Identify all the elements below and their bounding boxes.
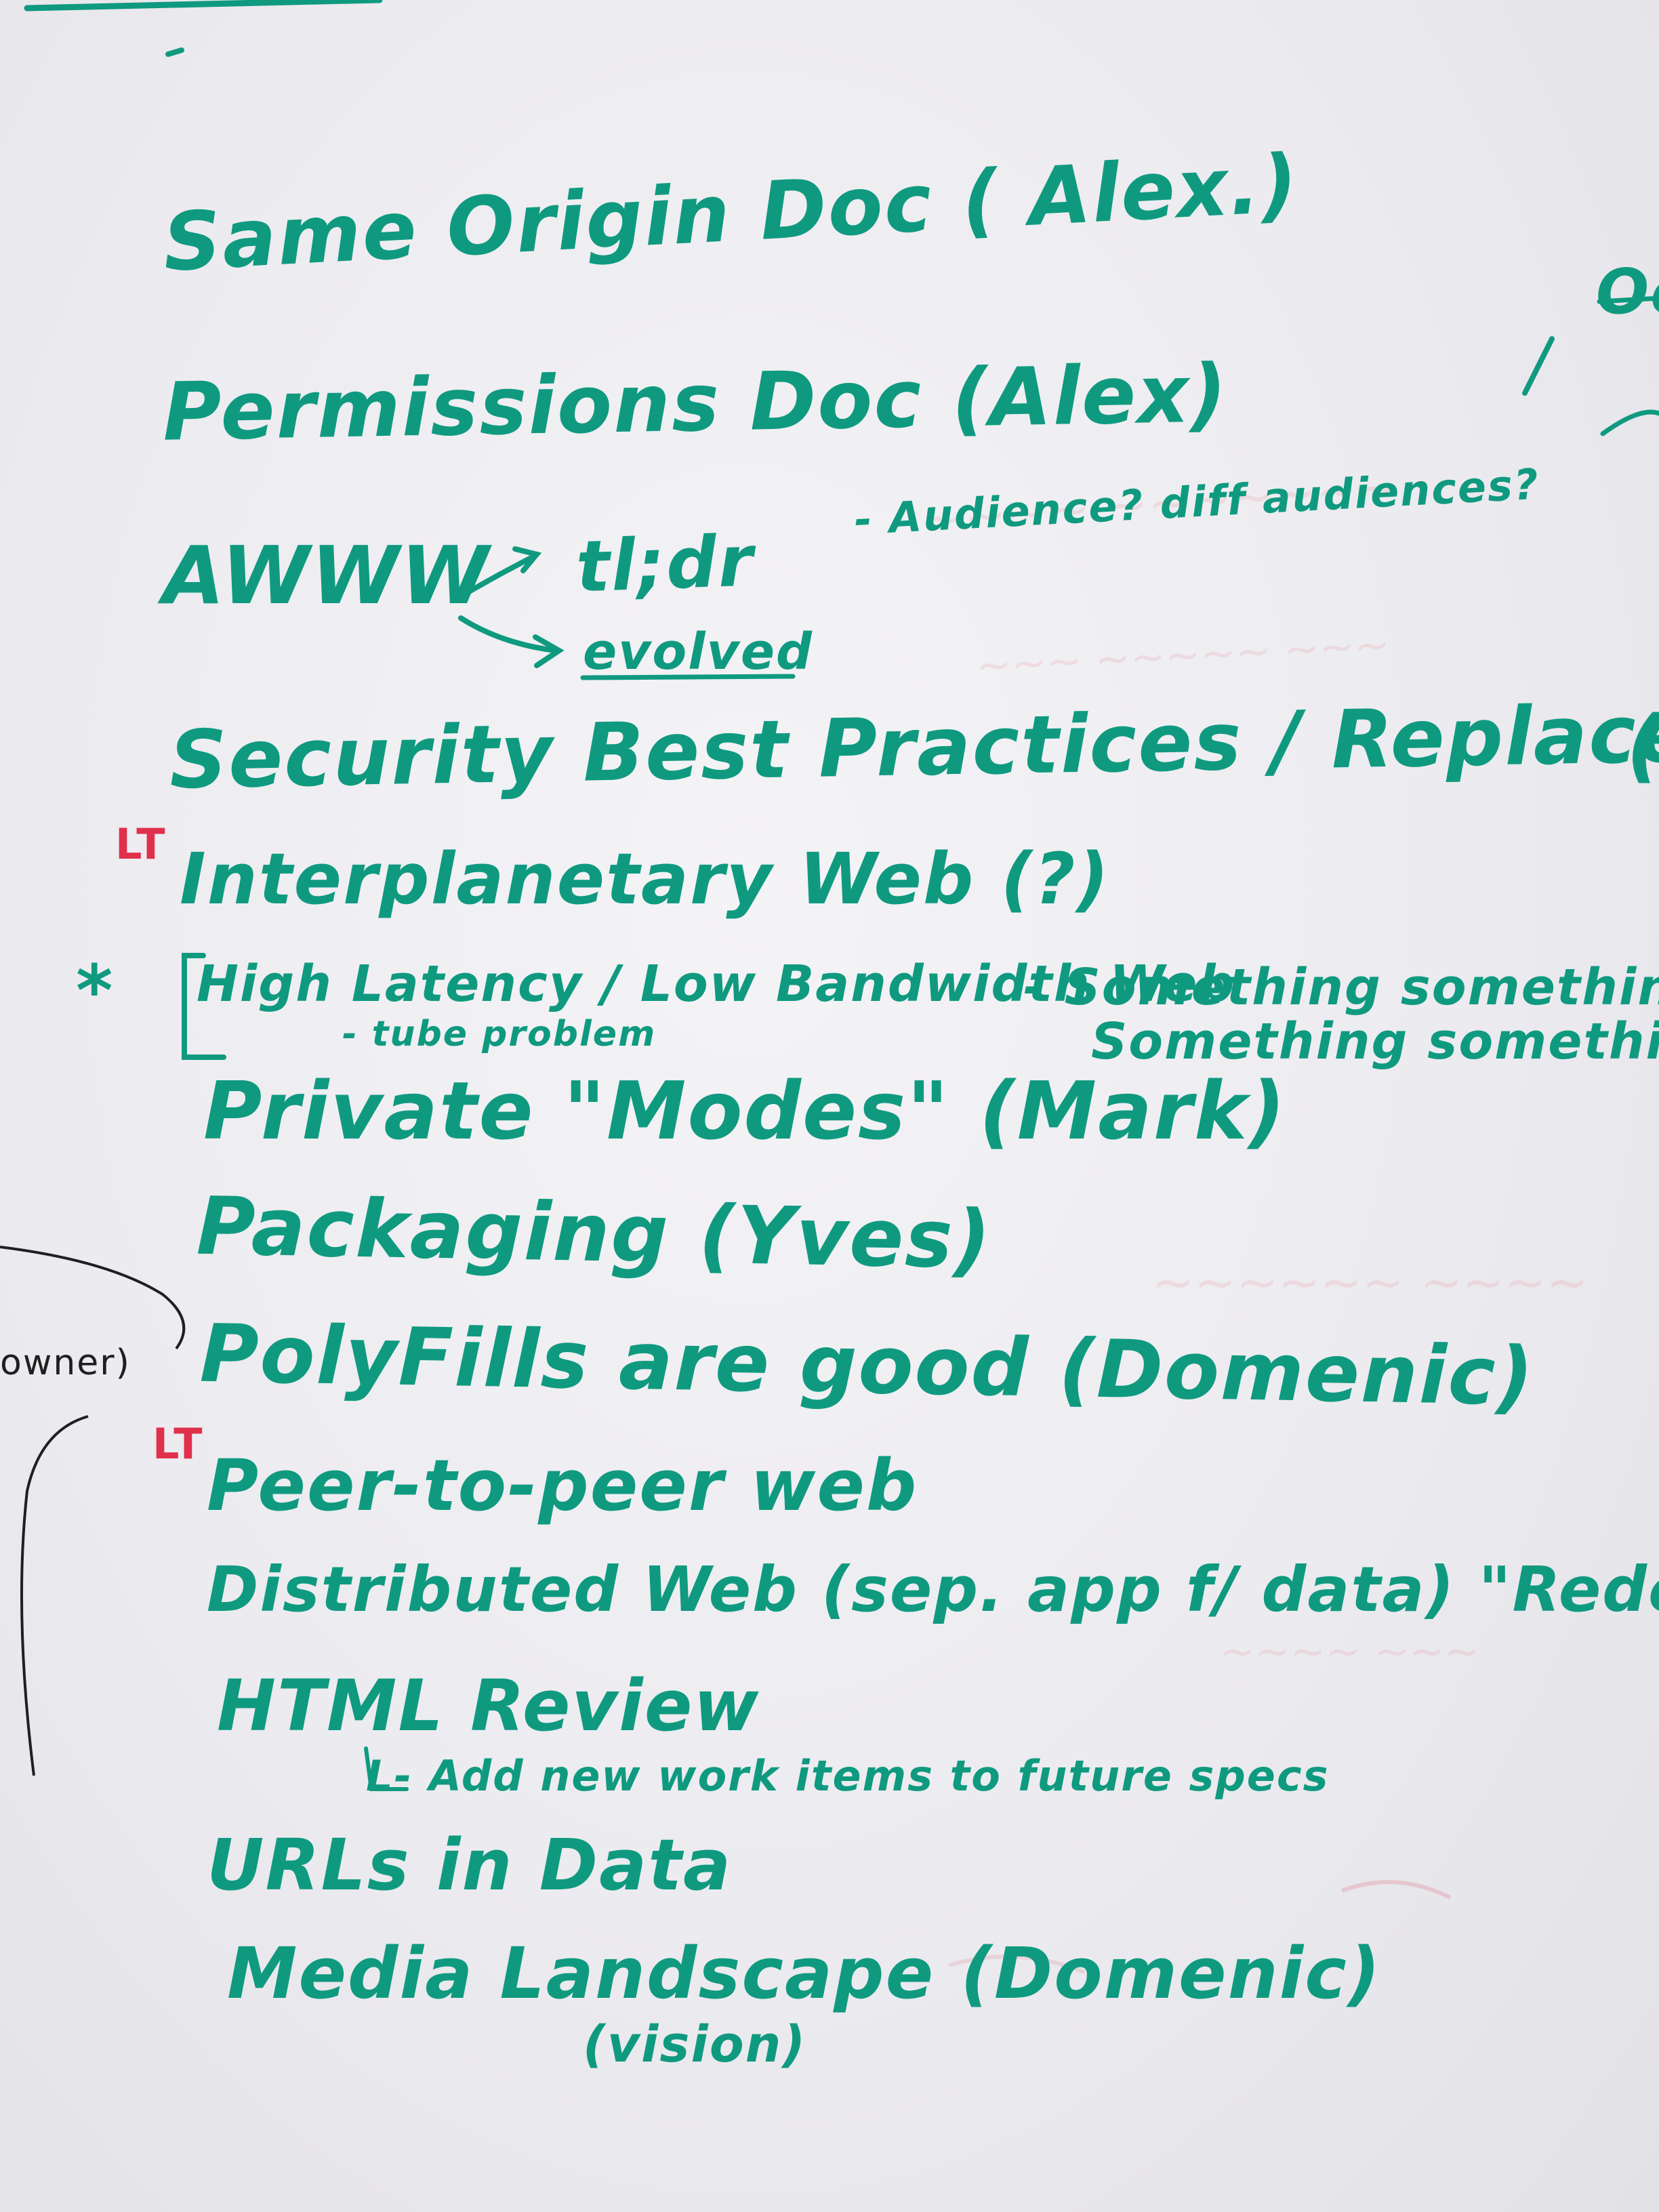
- item-private-modes: Private "Modes" (Mark): [203, 1064, 1287, 1158]
- item-peer-to-peer-web: Peer-to-peer web: [207, 1444, 918, 1527]
- item-distributed-web: Distributed Web (sep. app f/ data) "Rede…: [207, 1553, 1659, 1626]
- item-add-work-items-note: L- Add new work items to future specs: [366, 1751, 1330, 1801]
- item-tube-problem: - tube problem: [342, 1014, 657, 1054]
- left-edge-owner-text: owner): [0, 1343, 131, 1383]
- item-permissions-doc: Permissions Doc (Alex): [161, 346, 1229, 459]
- item-html-review: HTML Review: [217, 1664, 760, 1747]
- item-evolved: evolved: [583, 623, 814, 681]
- lt-mark: LT: [152, 1419, 204, 1469]
- item-media-landscape: Media Landscape (Domenic): [227, 1932, 1382, 2015]
- item-polyfills: PolyFills are good (Domenic): [199, 1306, 1536, 1424]
- item-awww: AWWW: [163, 529, 491, 622]
- right-edge-paren: (: [1626, 705, 1659, 785]
- item-something-note-1: - Something something: [1023, 958, 1659, 1017]
- item-interplanetary-web: Interplanetary Web (?): [180, 838, 1110, 920]
- item-tldr: tl;dr: [574, 519, 756, 609]
- lt-mark: LT: [115, 819, 167, 869]
- star-mark: *: [76, 949, 115, 1032]
- item-packaging: Packaging (Yves): [195, 1179, 993, 1287]
- item-vision: (vision): [583, 2015, 807, 2074]
- item-something-note-2: Something something: [1091, 1012, 1659, 1071]
- item-urls-in-data: URLs in Data: [207, 1824, 733, 1906]
- right-edge-text: Oc: [1596, 255, 1659, 328]
- item-high-latency-web: High Latency / Low Bandwidth Web: [197, 955, 1236, 1013]
